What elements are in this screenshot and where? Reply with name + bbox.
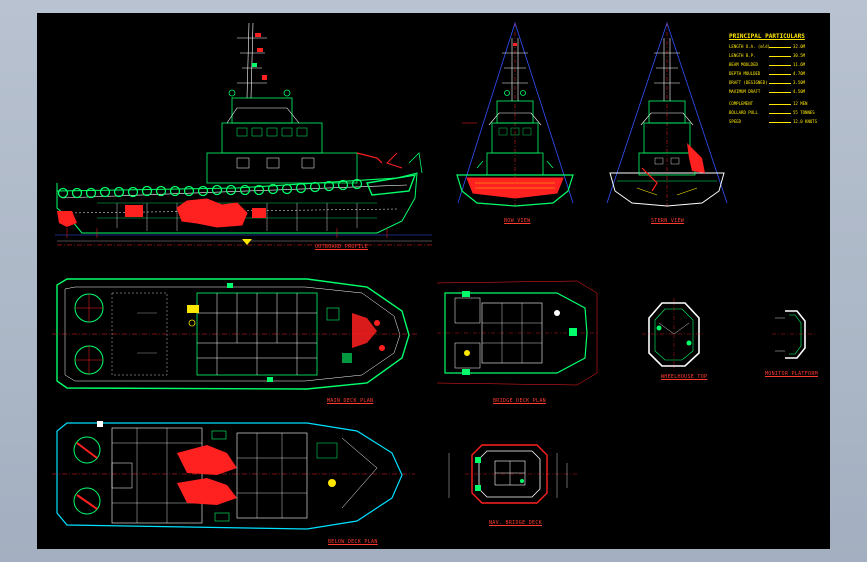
stern-view (606, 21, 728, 208)
leader-line (769, 74, 791, 75)
leader-line (769, 83, 791, 84)
outboard-profile (55, 22, 432, 246)
particulars-value: 55 TONNES (793, 110, 815, 115)
particulars-row: DRAFT (DESIGNED) 3.50M (729, 80, 829, 88)
particulars-key: DEPTH MOULDED (729, 71, 761, 76)
label-below-deck-plan: BELOW DECK PLAN (328, 539, 378, 545)
particulars-key: SPEED (729, 119, 742, 124)
particulars-row: SPEED 12.0 KNOTS (729, 119, 829, 127)
particulars-row: BOLLARD PULL 55 TONNES (729, 110, 829, 118)
wheelhouse-top (642, 298, 705, 371)
particulars-value: 32.0M (793, 44, 806, 49)
particulars-row: COMPLEMENT 12 MEN (729, 101, 829, 109)
monitor-platform (772, 310, 817, 359)
particulars-value: 12 MEN (793, 101, 808, 106)
label-bridge-deck-plan: BRIDGE DECK PLAN (493, 398, 546, 404)
particulars-key: DRAFT (DESIGNED) (729, 80, 768, 85)
label-main-deck-plan: MAIN DECK PLAN (327, 398, 374, 404)
particulars-row: LENGTH B.P. 30.5M (729, 53, 829, 61)
label-nav-bridge-deck: NAV. BRIDGE DECK (489, 520, 542, 526)
particulars-value: 30.5M (793, 53, 806, 58)
drawing-sheet: OUTBOARD PROFILE BOW VIEW STERN VIEW MAI… (37, 13, 830, 549)
particulars-key: LENGTH B.P. (729, 53, 756, 58)
particulars-row: BEAM MOULDED 11.6M (729, 62, 829, 70)
particulars-value: 4.70M (793, 71, 806, 76)
particulars-value: 12.0 KNOTS (793, 119, 818, 124)
bridge-deck-plan (436, 280, 598, 386)
particulars-key: LENGTH O.A. (mld) (729, 44, 770, 49)
particulars-key: BEAM MOULDED (729, 62, 758, 67)
leader-line (769, 122, 791, 123)
label-outboard-profile: OUTBOARD PROFILE (315, 244, 368, 250)
particulars-key: MAXIMUM DRAFT (729, 89, 761, 94)
particulars-row: DEPTH MOULDED 4.70M (729, 71, 829, 79)
drawing-canvas[interactable] (37, 13, 830, 549)
leader-line (769, 92, 791, 93)
leader-line (769, 113, 791, 114)
below-deck-plan (52, 421, 415, 530)
particulars-value: 3.50M (793, 80, 806, 85)
particulars-value: 4.50M (793, 89, 806, 94)
nav-bridge-deck (448, 444, 577, 504)
particulars-title: PRINCIPAL PARTICULARS (729, 33, 805, 40)
leader-line (769, 47, 791, 48)
label-monitor-platform: MONITOR PLATFORM (765, 371, 818, 377)
leader-line (769, 104, 791, 105)
bow-view (456, 21, 574, 208)
leader-line (769, 56, 791, 57)
label-stern-view: STERN VIEW (651, 218, 685, 224)
main-deck-plan (52, 278, 417, 390)
particulars-key: COMPLEMENT (729, 101, 754, 106)
particulars-row: LENGTH O.A. (mld) 32.0M (729, 44, 829, 52)
label-wheelhouse-top: WHEELHOUSE TOP (661, 374, 708, 380)
particulars-key: BOLLARD PULL (729, 110, 758, 115)
particulars-value: 11.6M (793, 62, 806, 67)
label-bow-view: BOW VIEW (504, 218, 531, 224)
leader-line (769, 65, 791, 66)
particulars-row: MAXIMUM DRAFT 4.50M (729, 89, 829, 97)
